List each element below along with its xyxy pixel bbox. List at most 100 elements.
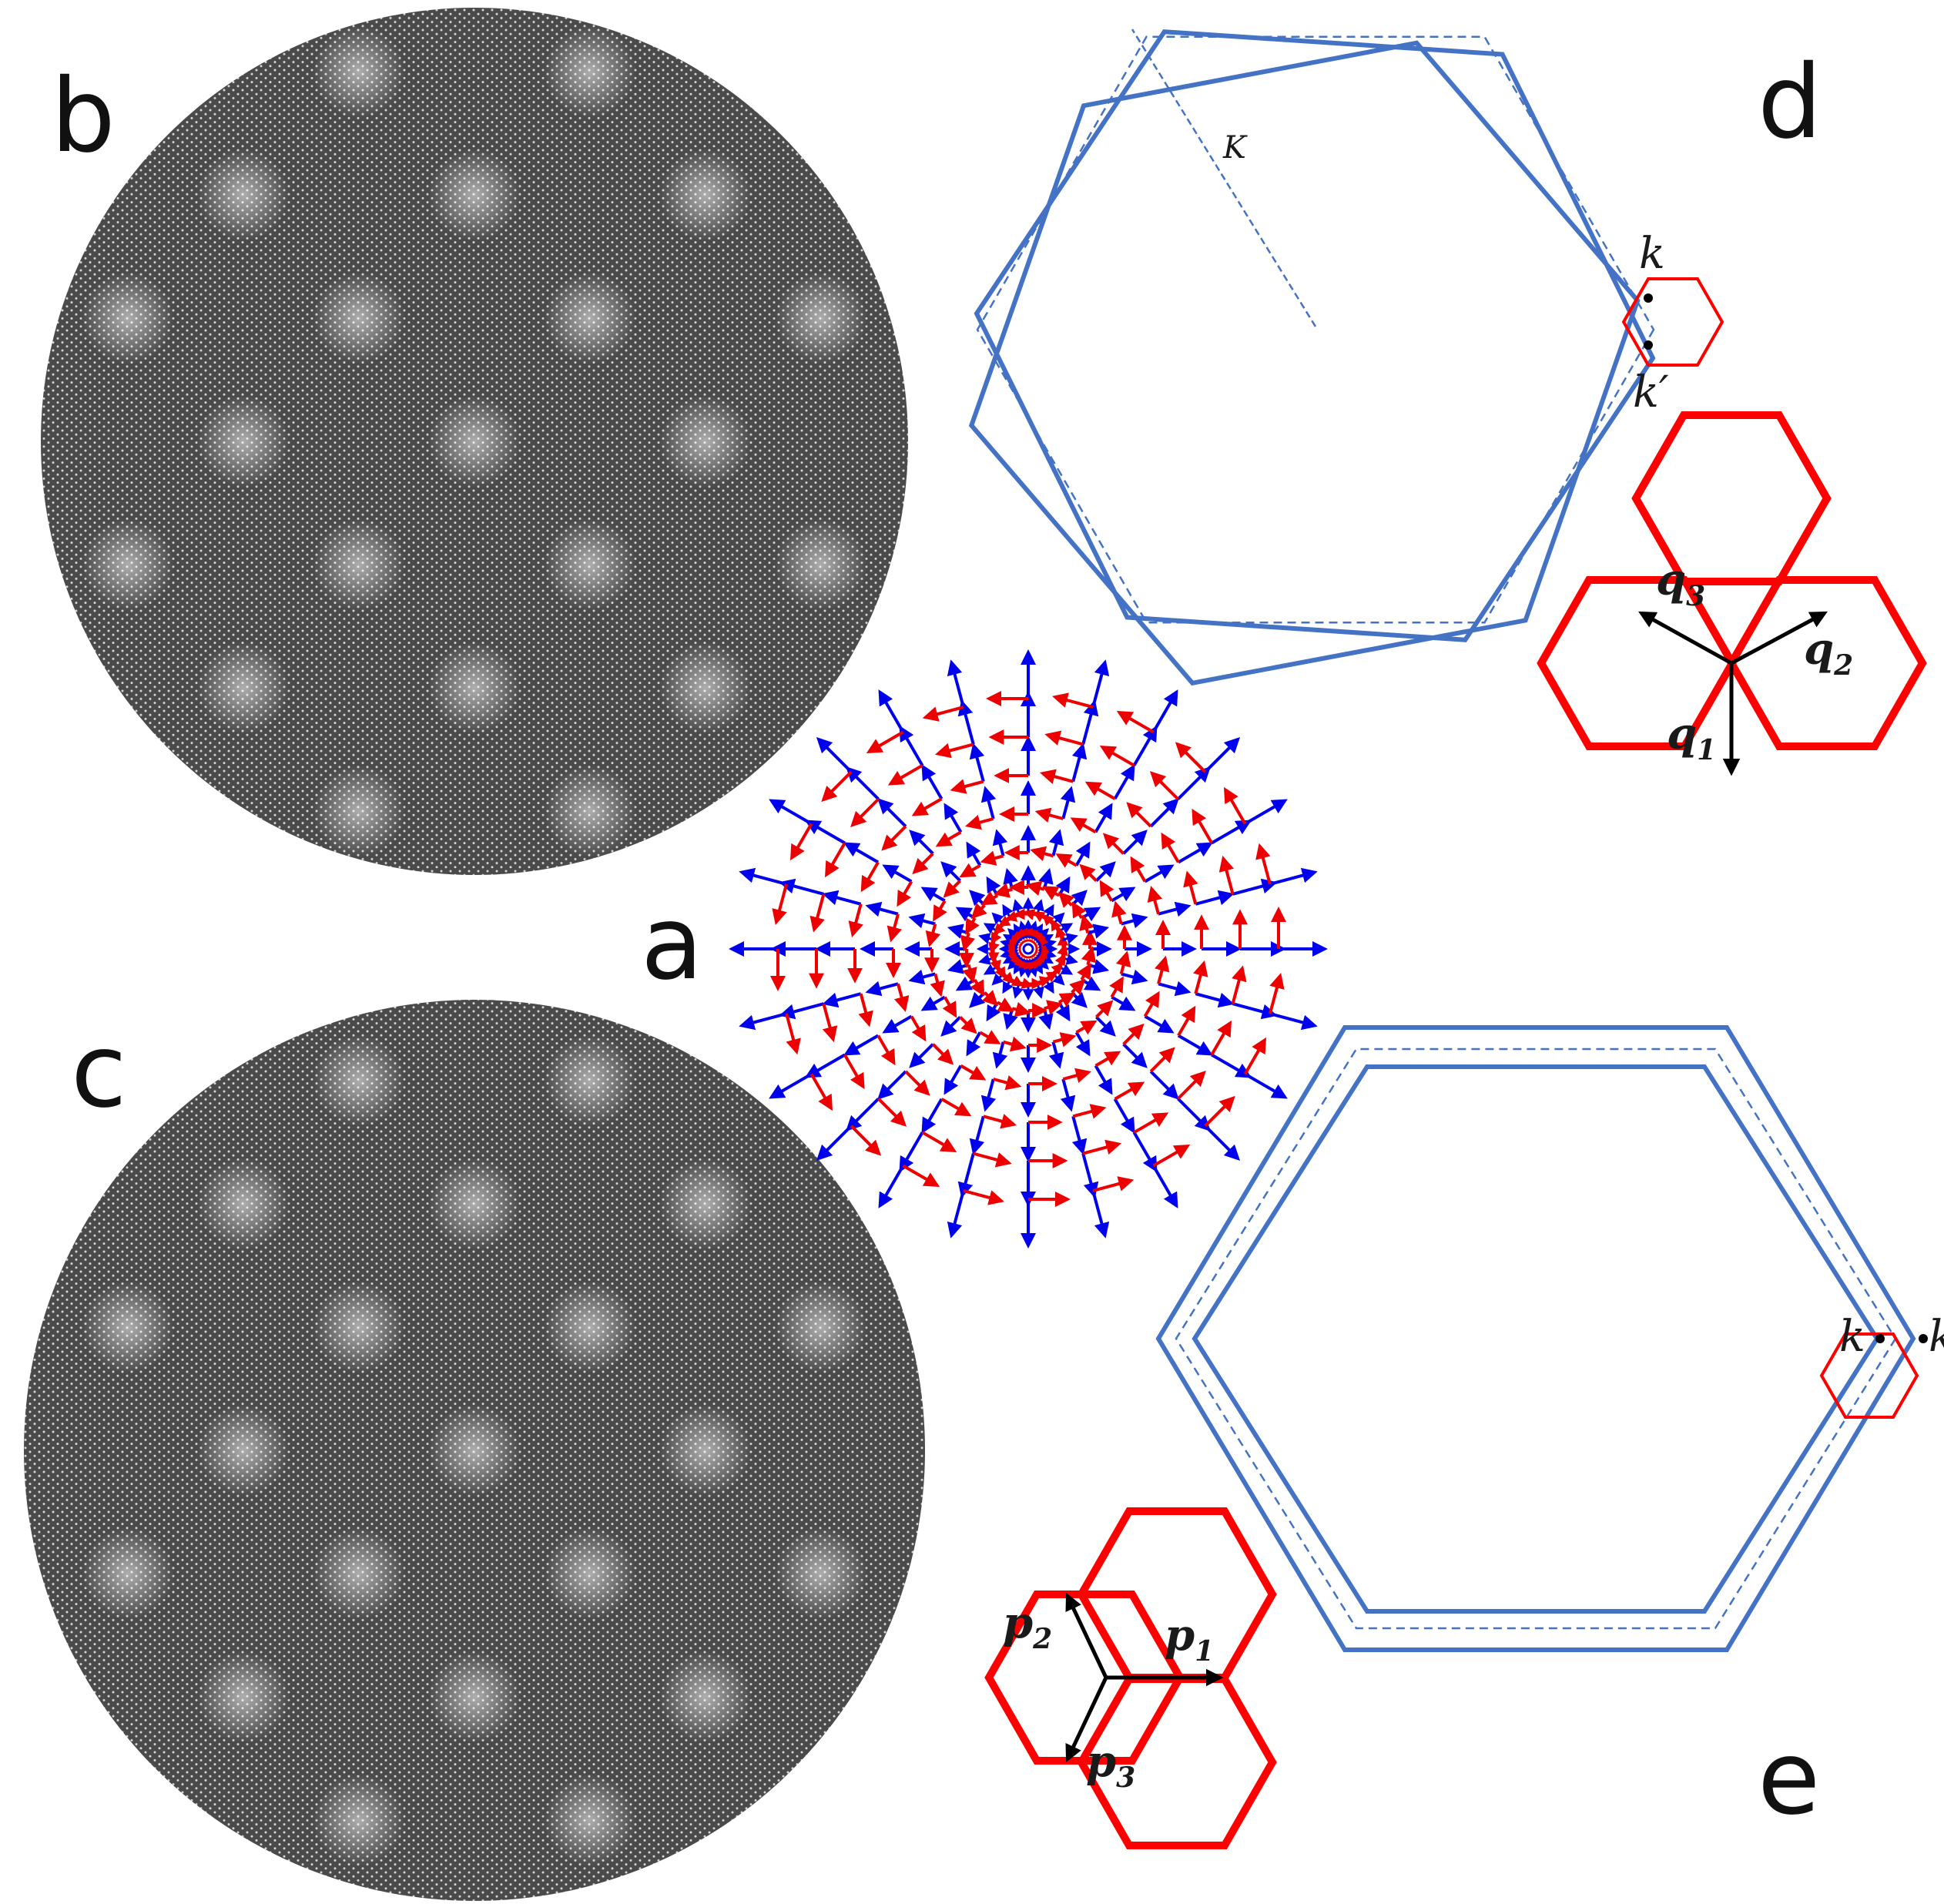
radial-arrow (1111, 995, 1136, 1011)
tangential-arrow (979, 1030, 1001, 1044)
tangential-arrow (1039, 769, 1074, 784)
q-hexagon-cluster (1537, 411, 1927, 776)
moire-spot (775, 518, 867, 611)
tangential-arrow (1143, 991, 1160, 1017)
radial-arrow (1081, 699, 1099, 745)
tangential-arrow (910, 1015, 927, 1042)
tangential-arrow (1231, 965, 1247, 1004)
radial-arrow (1074, 1031, 1091, 1057)
tangential-arrow (1152, 1145, 1191, 1168)
moire-spot (82, 1281, 174, 1373)
radial-arrow (878, 689, 905, 733)
moire-spot (544, 25, 636, 118)
radial-arrow (1151, 1165, 1178, 1208)
tangential-arrow (950, 779, 984, 794)
radial-arrow (739, 1012, 787, 1031)
tangential-arrow (1079, 863, 1098, 883)
tangential-arrow (1051, 963, 1064, 976)
radial-arrow (1158, 901, 1192, 917)
moire-spot (428, 642, 521, 734)
tangential-arrow (973, 1151, 1012, 1168)
k-point-dot (1644, 293, 1653, 303)
panel-a-vector-field (729, 649, 1328, 1249)
tangential-arrow (1082, 1139, 1122, 1155)
moire-spot (659, 1404, 752, 1497)
radial-arrow (980, 786, 997, 820)
q3-label: q3 (1656, 555, 1705, 612)
moire-spot (544, 272, 636, 364)
panel-letter-d: d (1758, 43, 1822, 162)
center-ring (1018, 939, 1038, 959)
tangential-arrow (1243, 1037, 1266, 1075)
radial-arrow (957, 699, 975, 745)
radial-arrow (1094, 861, 1116, 883)
radial-arrow (921, 1098, 944, 1134)
panel-letter-e: e (1758, 1719, 1820, 1838)
tangential-arrow (1001, 971, 1014, 984)
radial-arrow (1177, 1098, 1211, 1131)
radial-arrow (966, 1031, 982, 1057)
radial-arrow (969, 1115, 985, 1155)
tangential-arrow (1149, 771, 1179, 800)
radial-arrow (865, 980, 899, 997)
radial-arrow (877, 1070, 907, 1100)
radial-arrow (969, 742, 985, 783)
moire-spot (544, 1527, 636, 1620)
tangential-arrow (1175, 742, 1207, 773)
tangential-arrow (1177, 1070, 1206, 1100)
radial-arrow (816, 736, 853, 773)
tangential-arrow (1224, 786, 1247, 825)
moire-spot (544, 1774, 636, 1866)
radial-arrow (1094, 1064, 1113, 1095)
radial-arrow (1071, 991, 1088, 1008)
radial-arrow (1121, 913, 1148, 929)
tangential-arrow (1071, 901, 1087, 920)
moire-spot (544, 518, 636, 611)
radial-arrow (947, 959, 970, 974)
tangential-arrow (1025, 880, 1045, 897)
moire-spot (659, 395, 752, 488)
panel-e-diagram: k k′ p1 p2 p3 (984, 1025, 1944, 1849)
tangential-arrow (1177, 1005, 1196, 1037)
tangential-arrow (1210, 1020, 1232, 1056)
moire-spot (428, 395, 521, 488)
moire-spot (428, 1651, 521, 1743)
moire-spot (313, 1774, 405, 1866)
radial-arrow (779, 878, 824, 896)
brillouin-zone-reference-dashed (976, 35, 1655, 624)
tangential-arrow (902, 1164, 940, 1187)
tangential-arrow (1011, 1001, 1031, 1017)
tangential-arrow (1044, 1000, 1063, 1015)
radial-arrow (947, 924, 970, 939)
radial-arrow (1038, 867, 1054, 890)
tangential-arrow (881, 825, 907, 851)
radial-arrow (909, 830, 934, 855)
tangential-arrow (858, 993, 873, 1027)
radial-arrow (1055, 876, 1071, 897)
radial-arrow (1091, 1190, 1110, 1239)
radial-arrow (1071, 890, 1088, 907)
moire-spot (197, 1404, 290, 1497)
radial-arrow (1177, 766, 1211, 800)
tangential-arrow (1154, 955, 1170, 984)
brillouin-zone-middle-dashed (1175, 1048, 1897, 1630)
tangential-arrow (893, 983, 910, 1012)
panel-letter-c: c (71, 1012, 127, 1131)
tangential-arrow (934, 742, 974, 759)
tangential-arrow (1114, 1081, 1145, 1101)
tangential-arrow (993, 922, 1006, 935)
tangential-arrow (1099, 880, 1114, 902)
k-prime-point-dot (1644, 340, 1653, 350)
moire-spot (197, 1651, 290, 1743)
moire-spot (313, 272, 405, 364)
moire-bright-spots-b (82, 25, 867, 857)
tangential-arrow (911, 797, 943, 816)
tangential-arrow (1003, 1036, 1027, 1052)
tangential-arrow (1161, 832, 1180, 863)
tangential-arrow (1122, 1023, 1145, 1046)
radial-arrow (899, 725, 924, 766)
radial-arrow (1269, 867, 1318, 886)
panel-letter-a: a (641, 884, 703, 1003)
radial-arrow (1081, 907, 1101, 922)
radial-arrow (1121, 969, 1148, 985)
